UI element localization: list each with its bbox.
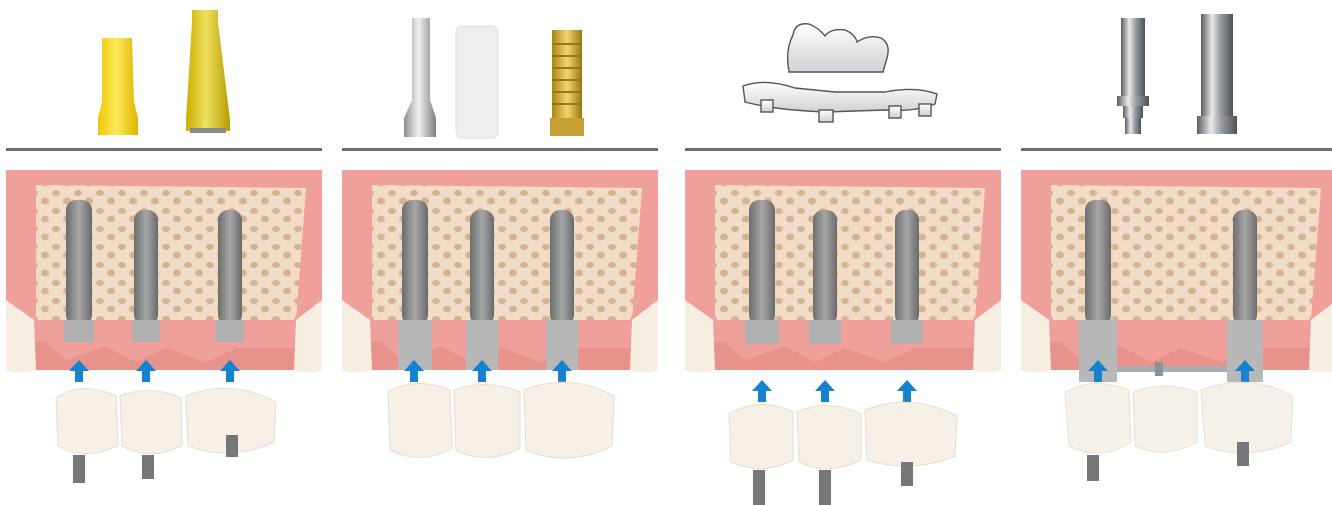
crowns: [56, 388, 276, 453]
panel-plastic-castable-abutments: [6, 0, 322, 505]
implant-scene: [6, 170, 322, 505]
chrome-cylinder-long: [1197, 14, 1237, 134]
parts-image-frameworks: [685, 0, 1001, 145]
crowns: [1065, 382, 1293, 453]
implant: [809, 210, 841, 344]
yellow-plastic-sleeve-tall: [186, 10, 230, 133]
yellow-plastic-sleeve: [98, 38, 138, 135]
titanium-abutment: [404, 18, 436, 137]
plastic-sleeve: [456, 26, 498, 138]
parts-image-abutments: [342, 0, 658, 145]
implant: [132, 210, 160, 342]
implant-scene: [342, 170, 658, 505]
screw: [1237, 442, 1249, 466]
crowns: [388, 382, 614, 458]
gold-castable-abutment: [550, 30, 584, 136]
implant: [216, 210, 244, 342]
screw: [226, 435, 238, 457]
implant: [64, 200, 94, 342]
panel-milled-framework: [685, 0, 1001, 505]
implant: [466, 210, 498, 370]
parts-image-yellow-sleeves: [6, 0, 322, 145]
divider-line: [6, 148, 322, 151]
panel-bar-attachment: [1021, 0, 1332, 505]
panel-metal-and-plastic-abutments: [342, 0, 658, 505]
implant: [891, 210, 923, 344]
screw: [901, 462, 913, 486]
divider-line: [685, 148, 1001, 151]
implant: [546, 210, 578, 370]
implant: [745, 200, 779, 344]
chrome-cylinder-short: [1117, 18, 1149, 134]
milled-crown-framework: [788, 24, 888, 72]
divider-line: [342, 148, 658, 151]
screw: [73, 455, 85, 483]
implant-scene: [685, 170, 1001, 505]
parts-image-chrome-cylinders: [1021, 0, 1332, 145]
milled-bar-framework: [743, 82, 937, 122]
implant-scene: [1021, 170, 1332, 505]
implant: [398, 200, 432, 370]
screw: [819, 470, 831, 505]
screw: [142, 455, 154, 479]
divider-line: [1021, 148, 1332, 151]
screw: [753, 470, 765, 505]
crowns: [729, 402, 957, 468]
screw: [1087, 455, 1099, 481]
